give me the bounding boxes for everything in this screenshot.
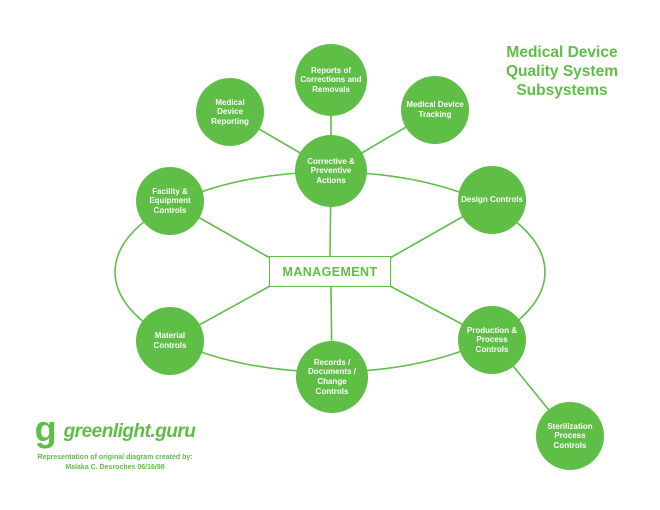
page-title: Medical Device Quality System Subsystems	[506, 44, 618, 100]
node-label: Facility & Equipment Controls	[149, 186, 191, 215]
node-material-controls: Material Controls	[136, 307, 204, 375]
node-records-documents-change-controls: Records / Documents / Change Controls	[296, 341, 368, 413]
greenlight-logo-icon: g	[34, 408, 57, 449]
node-reports-of-corrections-and-removals: Reports of Corrections and Removals	[295, 44, 367, 116]
node-label: Medical Device Tracking	[406, 100, 464, 119]
node-label: Design Controls	[461, 195, 523, 205]
node-production-process-controls: Production & Process Controls	[458, 306, 526, 374]
node-label: Medical Device Reporting	[211, 97, 249, 126]
node-design-controls: Design Controls	[458, 166, 526, 234]
node-label: Material Controls	[153, 331, 187, 350]
node-label: Production & Process Controls	[466, 325, 518, 354]
management-box: MANAGEMENT	[269, 256, 391, 287]
branding-block: g greenlight.guru Representation of orig…	[30, 408, 200, 473]
node-facility-equipment-controls: Facility & Equipment Controls	[136, 167, 204, 235]
logo-row: g greenlight.guru	[30, 408, 200, 449]
node-sterilization-process-controls: Sterilization Process Controls	[536, 402, 604, 470]
brand-name: greenlight.guru	[63, 421, 196, 443]
node-medical-device-tracking: Medical Device Tracking	[401, 76, 469, 144]
node-medical-device-reporting: Medical Device Reporting	[196, 78, 264, 146]
node-corrective-preventive-actions: Corrective & Preventive Actions	[295, 135, 367, 207]
node-label: Corrective & Preventive Actions	[307, 156, 355, 185]
node-label: Records / Documents / Change Controls	[307, 357, 356, 396]
node-label: Reports of Corrections and Removals	[300, 65, 362, 94]
management-label: MANAGEMENT	[282, 264, 378, 279]
attribution-text: Representation of original diagram creat…	[37, 454, 193, 472]
node-label: Sterilization Process Controls	[547, 421, 593, 450]
